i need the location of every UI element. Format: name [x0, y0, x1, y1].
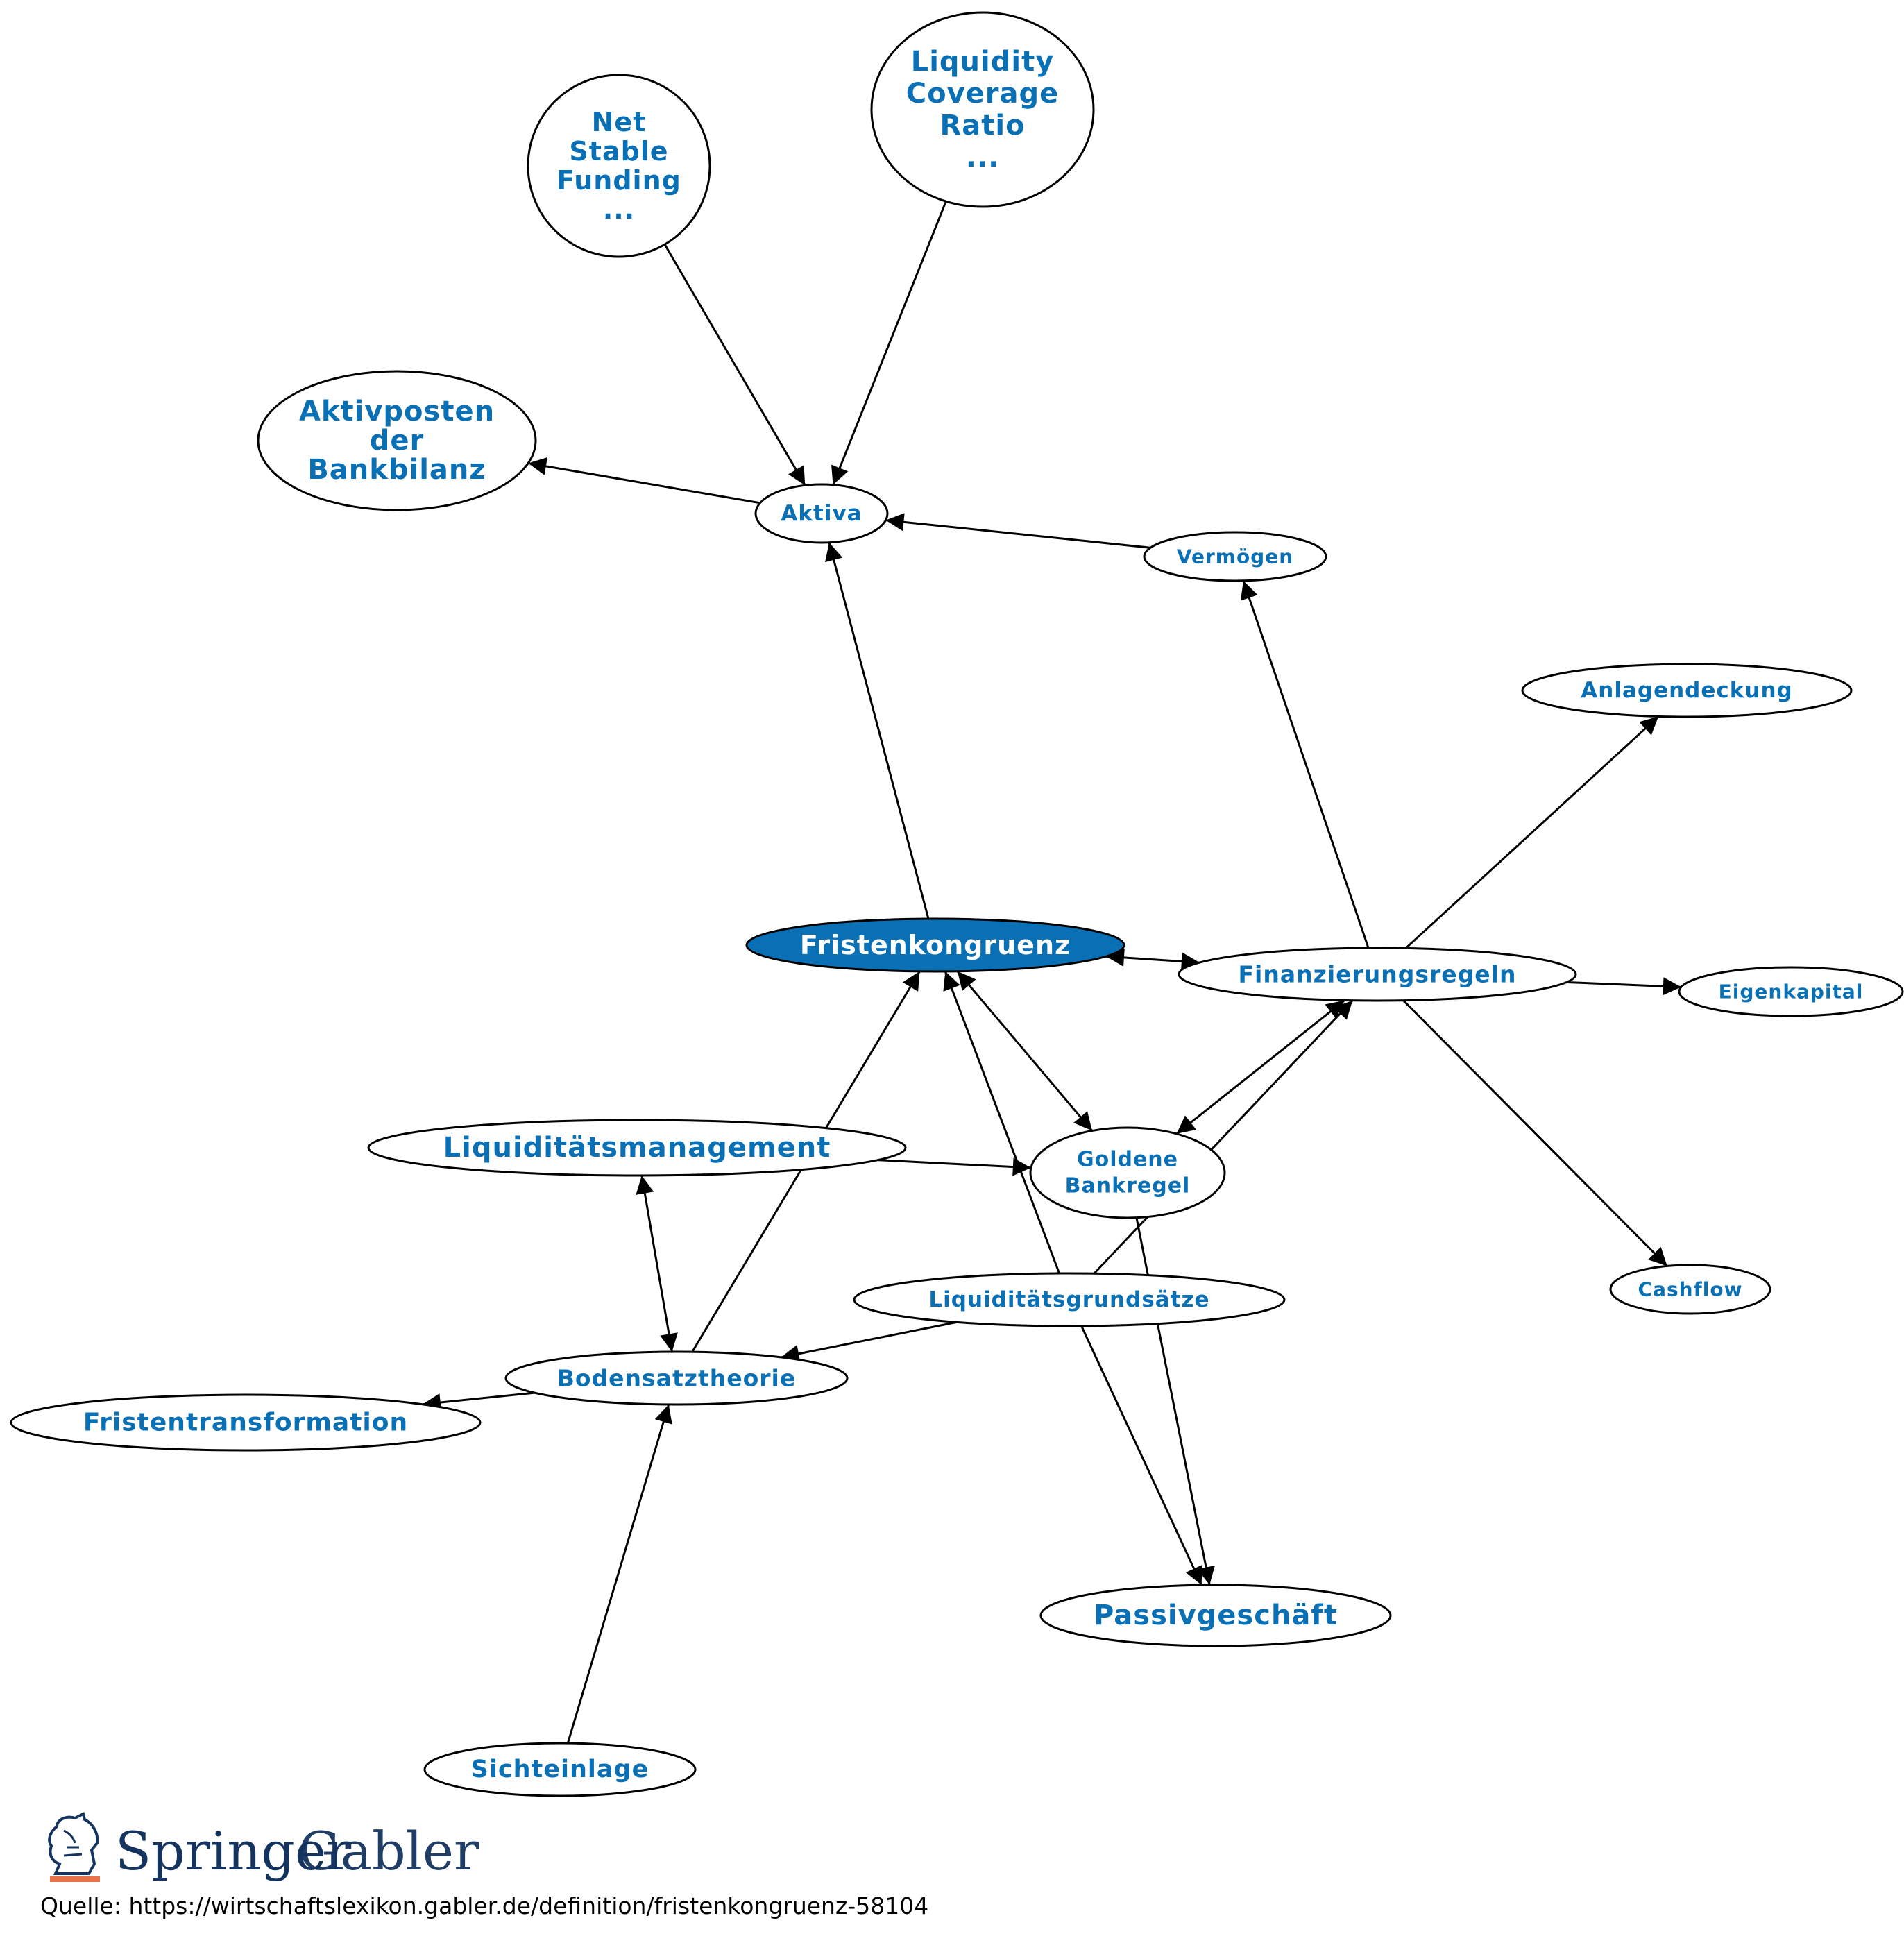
node-nsf[interactable]: NetStableFunding...	[527, 74, 711, 258]
node-shape	[754, 483, 889, 544]
node-anlagendeckung[interactable]: Anlagendeckung	[1521, 663, 1853, 718]
node-shape	[527, 74, 711, 258]
node-label: Funding	[556, 165, 681, 196]
node-label: Cashflow	[1638, 1278, 1743, 1301]
node-shape	[1678, 966, 1904, 1017]
node-label: Bodensatztheorie	[557, 1365, 797, 1392]
node-label: Liquiditätsmanagement	[443, 1132, 831, 1164]
edge-goldene-passivgeschaeft	[1135, 1217, 1215, 1586]
edges-layer	[422, 201, 1681, 1744]
node-label: der	[370, 425, 425, 457]
edge-fristenkongruenz-aktiva	[825, 542, 930, 919]
edge-fristenkongruenz-finanzierungsregeln	[1105, 948, 1200, 971]
edge-liquiditaetsgrundsaetze-finanzierungsregeln	[1093, 999, 1354, 1275]
node-label: Anlagendeckung	[1581, 678, 1792, 703]
node-shape	[367, 1119, 907, 1177]
node-label: Bankregel	[1065, 1174, 1191, 1198]
node-label: Aktivposten	[299, 396, 495, 427]
node-shape	[1143, 531, 1327, 582]
node-label: Aktiva	[781, 501, 862, 526]
node-cashflow[interactable]: Cashflow	[1609, 1264, 1771, 1315]
springer-horse-icon	[48, 1812, 100, 1882]
node-finanzierungsregeln[interactable]: Finanzierungsregeln	[1178, 947, 1577, 1002]
node-label: Stable	[569, 136, 668, 167]
node-shape	[1609, 1264, 1771, 1315]
node-sichteinlage[interactable]: Sichteinlage	[423, 1742, 697, 1797]
edge-finanzierungsregeln-anlagendeckung	[1404, 715, 1660, 949]
node-label: Sichteinlage	[471, 1756, 649, 1783]
node-eigenkapital[interactable]: Eigenkapital	[1678, 966, 1904, 1017]
node-shape	[504, 1350, 849, 1406]
logo-imprint: Gabler	[298, 1820, 479, 1882]
node-shape	[870, 11, 1095, 208]
node-fristenkongruenz: Fristenkongruenz	[745, 917, 1125, 973]
edge-fristenkongruenz-goldene	[956, 970, 1094, 1132]
edge-finanzierungsregeln-cashflow	[1402, 999, 1668, 1267]
node-label: Finanzierungsregeln	[1239, 961, 1517, 988]
node-shape	[257, 370, 537, 511]
node-label: Passivgeschäft	[1094, 1600, 1338, 1631]
edge-finanzierungsregeln-eigenkapital	[1566, 977, 1681, 996]
logo-brand: Springer	[115, 1820, 352, 1882]
edge-vermoegen-aktiva	[885, 513, 1151, 549]
springer-gabler-logo: Springer Gabler	[48, 1812, 479, 1882]
node-label: Vermögen	[1177, 545, 1293, 568]
nodes-layer: LiquidityCoverageRatio...NetStableFundin…	[10, 11, 1904, 1797]
node-shape	[10, 1393, 482, 1452]
node-label: ...	[966, 142, 1000, 173]
node-shape	[1039, 1584, 1392, 1647]
node-label: Fristenkongruenz	[800, 930, 1071, 960]
node-fristentransformation[interactable]: Fristentransformation	[10, 1393, 482, 1452]
edge-bodensatztheorie-fristentransformation	[422, 1391, 535, 1411]
node-passivgeschaeft[interactable]: Passivgeschäft	[1039, 1584, 1392, 1647]
node-label: ...	[603, 194, 635, 225]
edge-liquiditaetsgrundsaetze-bodensatztheorie	[781, 1321, 958, 1363]
node-shape	[1178, 947, 1577, 1002]
node-label: Net	[592, 107, 647, 137]
node-shape	[423, 1742, 697, 1797]
edge-lcr-aktiva	[831, 201, 947, 486]
node-vermoegen[interactable]: Vermögen	[1143, 531, 1327, 582]
node-label: Fristentransformation	[83, 1409, 408, 1437]
node-label: Goldene	[1077, 1148, 1178, 1172]
node-label: Liquidity	[911, 46, 1055, 78]
node-shape	[853, 1272, 1286, 1327]
edge-goldene-finanzierungsregeln	[1175, 999, 1345, 1135]
edge-liquiditaetsgrundsaetze-passivgeschaeft	[1080, 1325, 1203, 1586]
node-aktiva[interactable]: Aktiva	[754, 483, 889, 544]
edge-aktiva-aktivposten	[527, 457, 760, 504]
node-shape	[1029, 1126, 1226, 1219]
edge-liquiditaetsmanagement-bodensatztheorie	[636, 1175, 678, 1352]
edge-finanzierungsregeln-vermoegen	[1240, 580, 1370, 949]
node-label: Liquiditätsgrundsätze	[928, 1287, 1209, 1312]
source-citation: Quelle: https://wirtschaftslexikon.gable…	[40, 1892, 928, 1919]
node-shape	[1521, 663, 1853, 718]
node-label: Ratio	[940, 110, 1025, 142]
edge-liquiditaetsgrundsaetze-fristenkongruenz	[943, 971, 1061, 1274]
node-liquiditaetsmanagement[interactable]: Liquiditätsmanagement	[367, 1119, 907, 1177]
node-label: Eigenkapital	[1719, 981, 1864, 1003]
edge-liquiditaetsmanagement-goldene	[878, 1157, 1031, 1176]
edge-nsf-aktiva	[663, 244, 806, 486]
edge-sichteinlage-bodensatztheorie	[566, 1404, 672, 1744]
node-lcr[interactable]: LiquidityCoverageRatio...	[870, 11, 1095, 208]
node-liquiditaetsgrundsaetze[interactable]: Liquiditätsgrundsätze	[853, 1272, 1286, 1327]
node-label: Bankbilanz	[307, 454, 486, 486]
node-label: Coverage	[906, 78, 1060, 110]
node-bodensatztheorie[interactable]: Bodensatztheorie	[504, 1350, 849, 1406]
node-shape	[745, 917, 1125, 973]
